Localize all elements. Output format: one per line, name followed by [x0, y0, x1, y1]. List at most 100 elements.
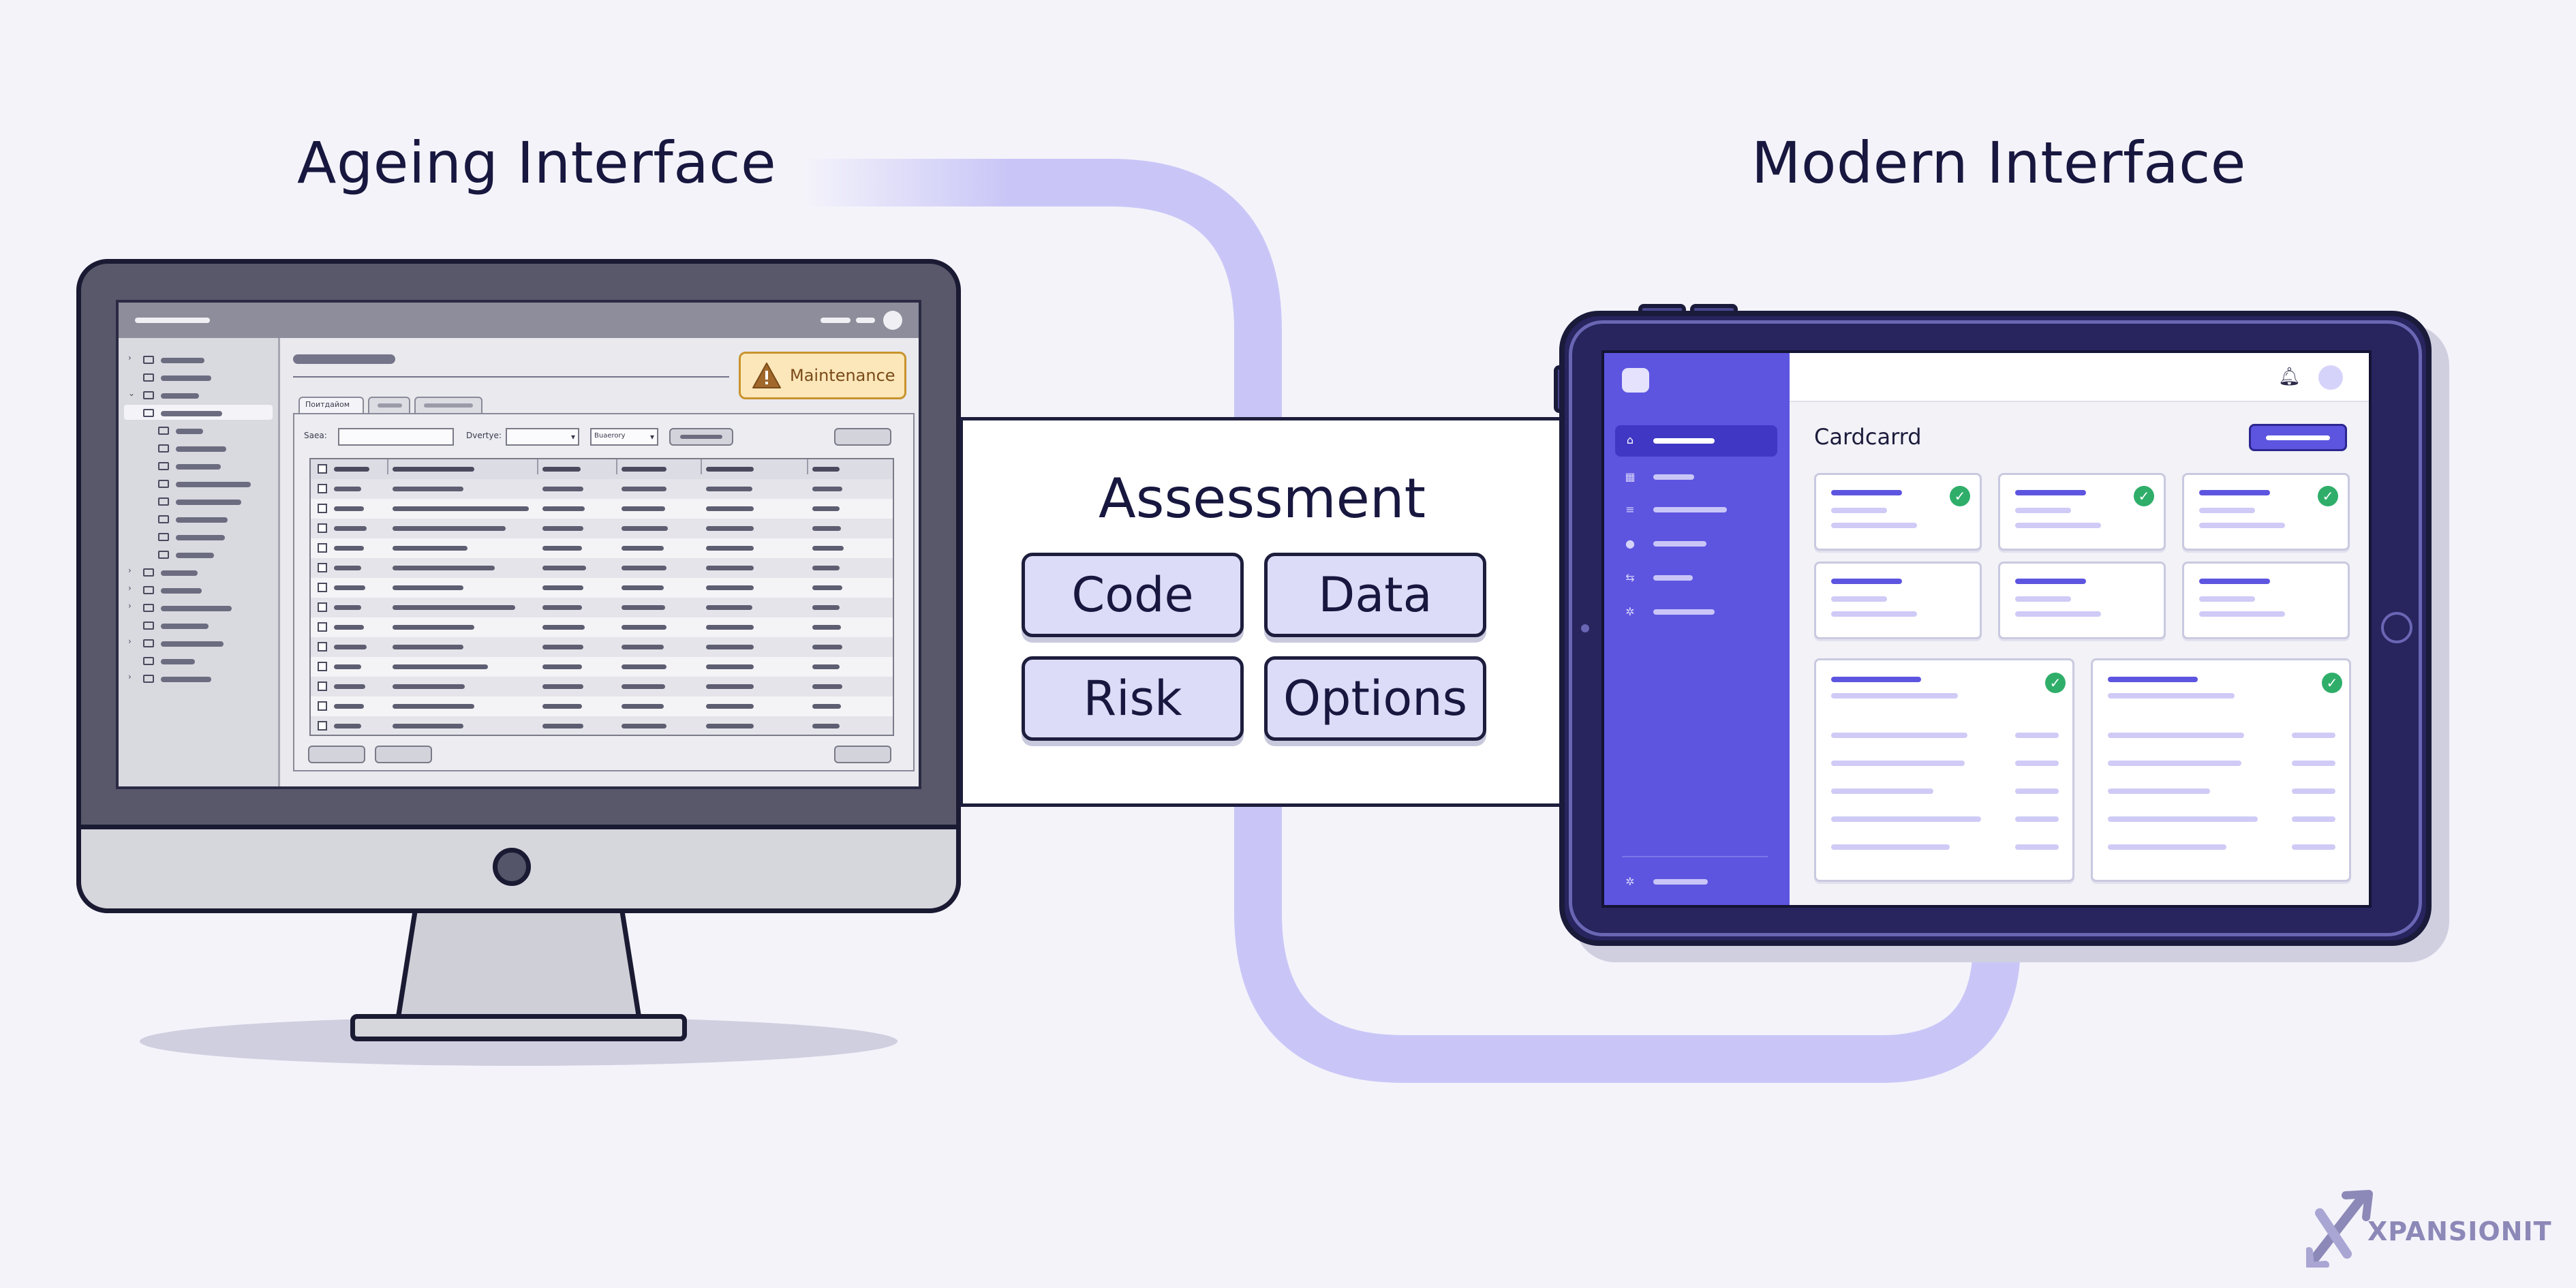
legacy-filter-dropdown[interactable]: Buaerory ▾	[590, 428, 658, 446]
table-row[interactable]	[311, 677, 893, 696]
tree-expand-icon[interactable]: ›	[128, 353, 132, 363]
tree-item[interactable]	[161, 411, 222, 416]
table-row[interactable]	[311, 598, 893, 617]
row-checkbox[interactable]	[318, 543, 327, 553]
table-row[interactable]	[311, 617, 893, 637]
monitor-power-button[interactable]	[493, 848, 531, 886]
folder-icon[interactable]	[158, 515, 169, 523]
table-row[interactable]	[311, 558, 893, 578]
folder-icon[interactable]	[143, 356, 154, 364]
status-card[interactable]: ✓	[1814, 473, 1982, 551]
folder-icon[interactable]	[143, 373, 154, 382]
legacy-window-control[interactable]	[856, 318, 875, 323]
tree-expand-icon[interactable]: ›	[128, 672, 132, 681]
row-checkbox[interactable]	[318, 602, 327, 612]
tree-item[interactable]	[161, 358, 204, 363]
folder-icon[interactable]	[143, 568, 154, 577]
folder-icon[interactable]	[143, 586, 154, 594]
legacy-tab[interactable]	[414, 397, 482, 413]
legacy-prev-button[interactable]	[308, 746, 365, 763]
bell-icon[interactable]: 🔔︎	[2278, 367, 2301, 387]
app-logo[interactable]	[1622, 368, 1649, 393]
row-checkbox[interactable]	[318, 662, 327, 671]
legacy-user-avatar[interactable]	[883, 311, 902, 330]
detail-card[interactable]: ✓	[1814, 658, 2074, 882]
status-card[interactable]: ✓	[1998, 473, 2166, 551]
legacy-search-button[interactable]	[669, 428, 733, 446]
folder-icon[interactable]	[143, 675, 154, 683]
tree-item[interactable]	[176, 553, 214, 558]
legacy-next-button[interactable]	[375, 746, 432, 763]
folder-icon[interactable]	[158, 533, 169, 541]
status-card[interactable]	[1998, 562, 2166, 639]
folder-icon[interactable]	[158, 480, 169, 488]
tree-expand-icon[interactable]: ›	[128, 637, 132, 646]
tree-item[interactable]	[161, 588, 202, 594]
folder-icon[interactable]	[143, 604, 154, 612]
row-checkbox[interactable]	[318, 464, 327, 474]
tree-item[interactable]	[176, 429, 203, 434]
folder-icon[interactable]	[158, 444, 169, 453]
tree-item[interactable]	[161, 606, 232, 611]
sidebar-item-grid[interactable]: ▦	[1615, 463, 1777, 491]
sidebar-item-help[interactable]: ●	[1615, 530, 1777, 557]
tree-item[interactable]	[161, 393, 199, 399]
tree-item[interactable]	[161, 375, 211, 381]
row-checkbox[interactable]	[318, 583, 327, 592]
sidebar-item-settings[interactable]: ✲	[1615, 598, 1777, 626]
tree-item[interactable]	[176, 517, 228, 523]
status-card[interactable]	[1814, 562, 1982, 639]
tree-collapse-icon[interactable]: ⌄	[128, 388, 136, 398]
status-card[interactable]	[2182, 562, 2350, 639]
tree-expand-icon[interactable]: ›	[128, 583, 132, 593]
tree-item[interactable]	[176, 500, 241, 505]
tablet-home-button[interactable]	[2381, 612, 2412, 643]
legacy-window-control[interactable]	[821, 318, 850, 323]
folder-icon[interactable]	[143, 657, 154, 665]
sidebar-item-workflow[interactable]: ⇆	[1615, 564, 1777, 592]
row-checkbox[interactable]	[318, 563, 327, 572]
tree-item[interactable]	[176, 464, 221, 470]
legacy-close-button[interactable]	[834, 746, 891, 763]
tree-item[interactable]	[161, 641, 224, 647]
row-checkbox[interactable]	[318, 721, 327, 731]
tree-expand-icon[interactable]: ›	[128, 566, 132, 575]
folder-icon[interactable]	[143, 622, 154, 630]
row-checkbox[interactable]	[318, 484, 327, 493]
row-checkbox[interactable]	[318, 701, 327, 711]
tree-item[interactable]	[161, 659, 195, 664]
legacy-tab-active[interactable]: Поитдайом	[298, 397, 364, 413]
legacy-filter-select[interactable]: ▾	[506, 428, 579, 446]
folder-icon[interactable]	[158, 427, 169, 435]
table-row[interactable]	[311, 479, 893, 499]
folder-icon[interactable]	[158, 551, 169, 559]
table-row[interactable]	[311, 657, 893, 677]
user-avatar[interactable]	[2318, 365, 2343, 390]
assessment-chip-options[interactable]: Options	[1264, 656, 1486, 741]
table-row[interactable]	[311, 578, 893, 598]
row-checkbox[interactable]	[318, 622, 327, 632]
assessment-chip-code[interactable]: Code	[1022, 553, 1244, 637]
folder-icon[interactable]	[158, 462, 169, 470]
sidebar-item-database[interactable]: ≡	[1615, 496, 1777, 523]
tree-item[interactable]	[161, 677, 211, 682]
tree-item[interactable]	[161, 570, 198, 576]
table-header-row[interactable]	[311, 459, 893, 479]
tree-item[interactable]	[176, 482, 251, 487]
status-card[interactable]: ✓	[2182, 473, 2350, 551]
assessment-chip-risk[interactable]: Risk	[1022, 656, 1244, 741]
legacy-filter-input[interactable]	[338, 428, 454, 446]
table-row[interactable]	[311, 499, 893, 519]
tree-item[interactable]	[176, 446, 226, 452]
folder-icon[interactable]	[143, 391, 154, 399]
row-checkbox[interactable]	[318, 523, 327, 533]
detail-card[interactable]: ✓	[2091, 658, 2351, 882]
primary-action-button[interactable]	[2249, 424, 2347, 451]
tree-item[interactable]	[161, 624, 209, 629]
sidebar-item-home[interactable]: ⌂	[1615, 425, 1777, 457]
table-row[interactable]	[311, 519, 893, 538]
row-checkbox[interactable]	[318, 504, 327, 513]
row-checkbox[interactable]	[318, 681, 327, 691]
legacy-action-button[interactable]	[834, 428, 891, 446]
folder-icon[interactable]	[143, 409, 154, 417]
